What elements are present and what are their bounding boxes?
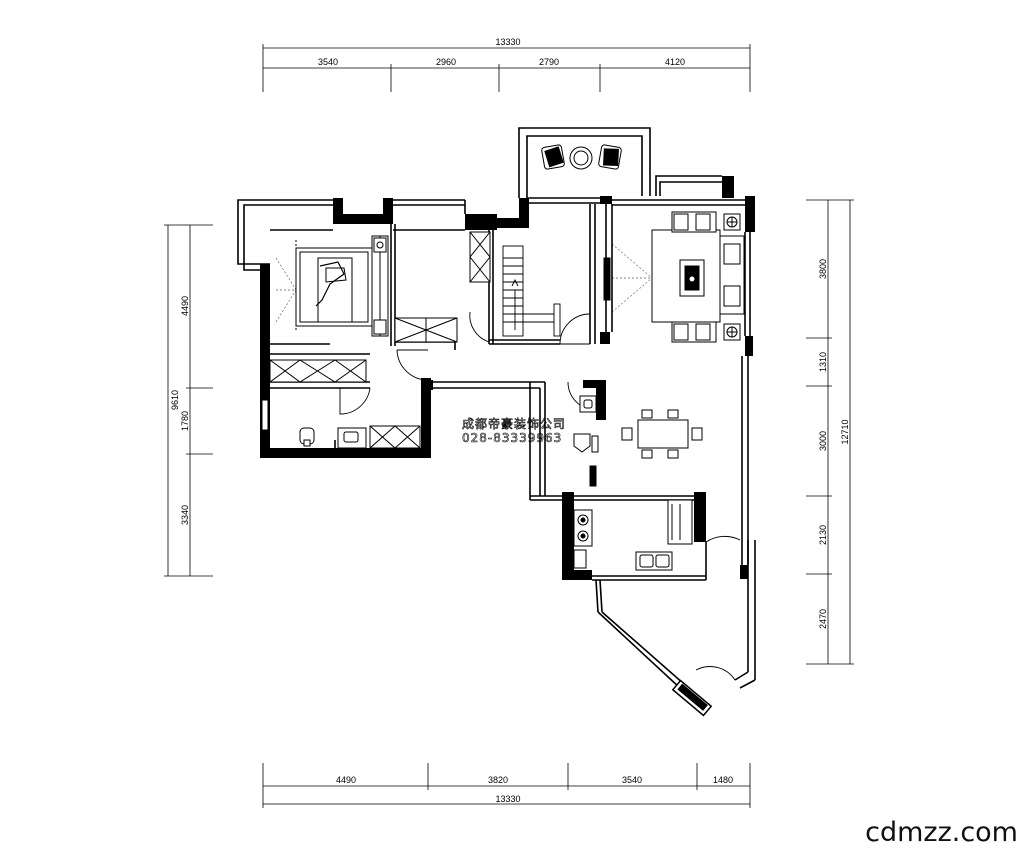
door-swings (339, 311, 741, 681)
dim-left-total: 9610 (170, 390, 180, 410)
dimension-top (262, 44, 751, 92)
dim-bottom-total: 13330 (495, 794, 520, 804)
living-room-furniture (603, 211, 745, 343)
bed-master (295, 240, 373, 330)
dim-right-seg-1: 3800 (818, 259, 828, 279)
bathroom-master (261, 399, 421, 449)
watermark-company: 成都帝豪装饰公司 (462, 416, 566, 431)
dim-top-seg-1: 3540 (318, 57, 338, 67)
dim-left-seg-3: 3340 (180, 505, 190, 525)
dim-left-seg-1: 4490 (180, 296, 190, 316)
dim-top-total: 13330 (495, 37, 520, 47)
dim-bottom-seg-1: 4490 (336, 775, 356, 785)
wardrobe-second (394, 231, 491, 343)
dim-right-seg-2: 1310 (818, 352, 828, 372)
dim-right-seg-3: 3000 (818, 431, 828, 451)
staircase (502, 245, 561, 337)
kitchen-fixtures (573, 499, 693, 571)
dim-top-seg-4: 4120 (665, 57, 685, 67)
balcony-table-set (541, 144, 622, 170)
dash-lines-master (275, 257, 297, 323)
dimension-left (164, 224, 213, 577)
balcony-door (671, 679, 713, 717)
dim-right-seg-4: 2130 (818, 525, 828, 545)
storage-cabinet (269, 359, 367, 383)
dim-top-seg-2: 2960 (436, 57, 456, 67)
dim-bottom-seg-3: 3540 (622, 775, 642, 785)
dimension-bottom (262, 763, 751, 808)
dim-right-seg-5: 2470 (818, 609, 828, 629)
dim-left-seg-2: 1780 (180, 411, 190, 431)
living-dash-lines (611, 243, 653, 313)
dimension-right (806, 199, 854, 665)
dim-bottom-seg-4: 1480 (713, 775, 733, 785)
dim-top-seg-3: 2790 (539, 57, 559, 67)
dining-set (621, 409, 703, 459)
thin-walls (237, 127, 756, 689)
dim-right-total: 12710 (840, 419, 850, 444)
walls (260, 176, 755, 580)
site-logo: cdmzz.com (865, 817, 1018, 848)
guest-bathroom (573, 395, 599, 487)
dim-bottom-seg-2: 3820 (488, 775, 508, 785)
watermark-phone: 028-83339963 (462, 431, 562, 445)
wardrobe-master (371, 235, 389, 337)
